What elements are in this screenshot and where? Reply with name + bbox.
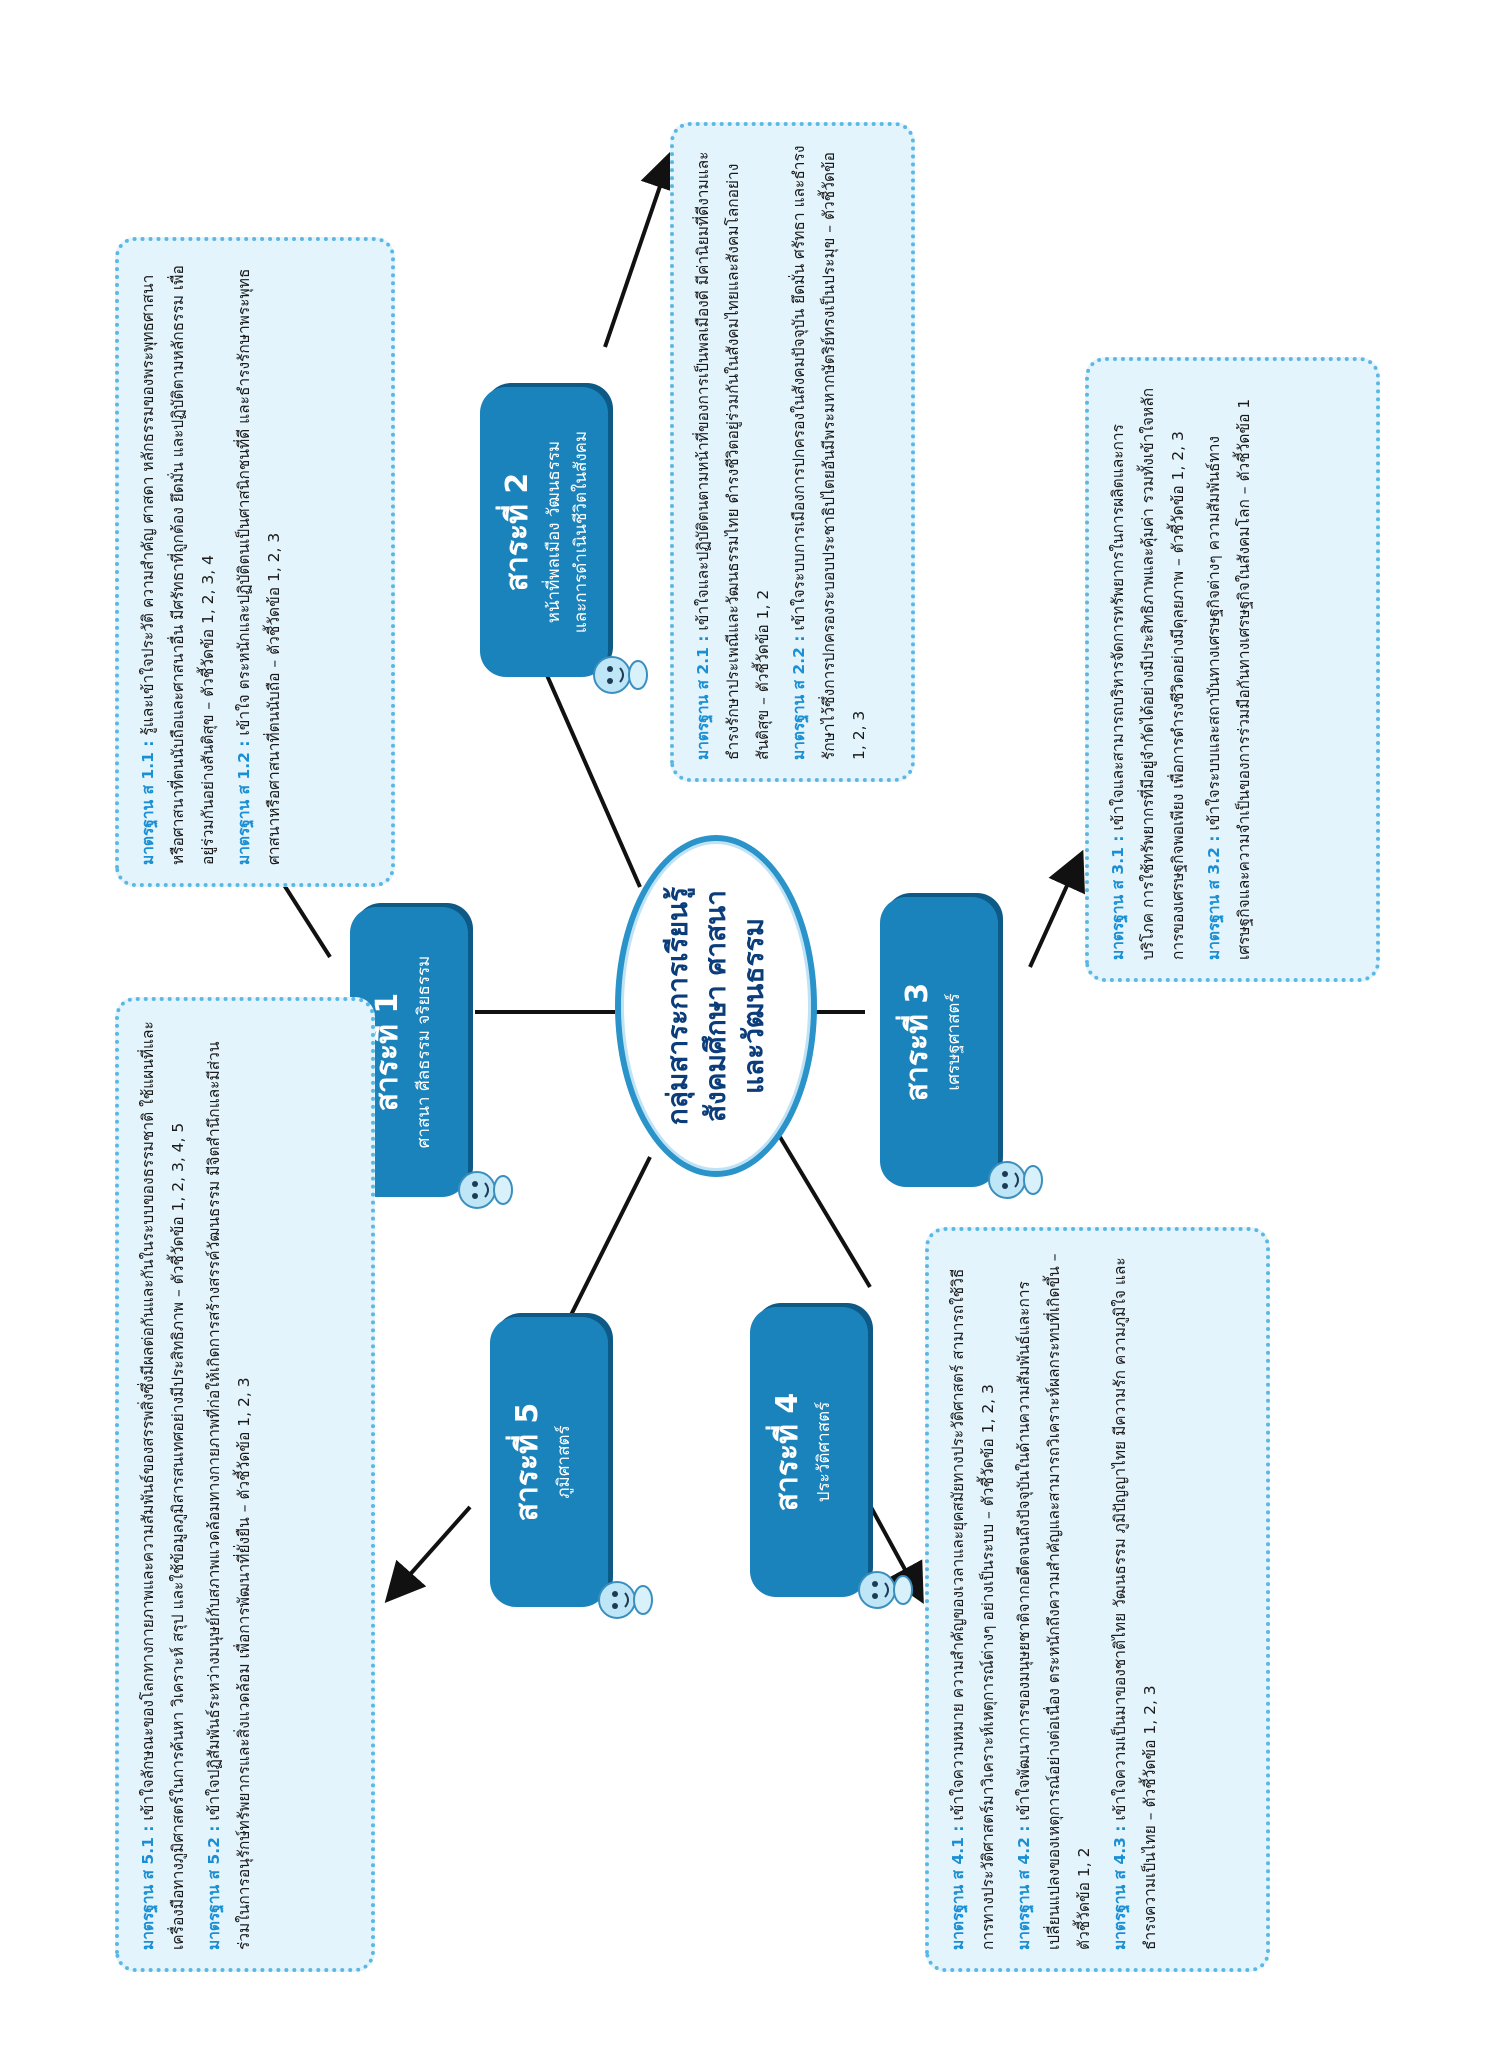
standard-text: เข้าใจปฏิสัมพันธ์ระหว่างมนุษย์กับสภาพแวด… [205, 1041, 253, 1950]
standard-label: มาตรฐาน ส 4.2 : [1015, 1825, 1033, 1950]
mascot-icon [458, 1171, 513, 1209]
box-s2: มาตรฐาน ส 2.1 : เข้าใจและปฏิบัติตนตามหน้… [670, 122, 915, 782]
standard-label: มาตรฐาน ส 3.1 : [1109, 835, 1127, 960]
topic-s2: สาระที่ 2 หน้าที่พลเมือง วัฒนธรรม และการ… [480, 387, 608, 677]
standard-label: มาตรฐาน ส 2.1 : [694, 635, 712, 760]
topic-s4-subtitle: ประวัติศาสตร์ [814, 1401, 834, 1503]
topic-s1-subtitle: ศาสนา ศีลธรรม จริยธรรม [414, 955, 434, 1149]
box-s5: มาตรฐาน ส 5.1 : เข้าใจลักษณะของโลกทางกาย… [115, 997, 375, 1972]
arrow-s3 [1028, 849, 1085, 968]
standard-label: มาตรฐาน ส 4.3 : [1111, 1825, 1129, 1950]
standard-label: มาตรฐาน ส 1.1 : [139, 740, 157, 865]
standard-label: มาตรฐาน ส 1.2 : [235, 740, 253, 865]
topic-s3-subtitle: เศรษฐศาสตร์ [944, 993, 964, 1091]
central-topic-title: กลุ่มสาระการเรียนรู้ สังคมศึกษา ศาสนา แล… [661, 886, 770, 1126]
standard-label: มาตรฐาน ส 4.1 : [949, 1825, 967, 1950]
standard-label: มาตรฐาน ส 5.1 : [139, 1825, 157, 1950]
standard-2-1: มาตรฐาน ส 2.1 : เข้าใจและปฏิบัติตนตามหน้… [688, 144, 778, 760]
connector-s4 [778, 1135, 872, 1289]
standard-label: มาตรฐาน ส 5.2 : [205, 1825, 223, 1950]
arrow-s5 [384, 1505, 472, 1603]
topic-s5: สาระที่ 5 ภูมิศาสตร์ [490, 1317, 608, 1607]
standard-1-1: มาตรฐาน ส 1.1 : รู้และเข้าใจประวัติ ความ… [133, 259, 223, 865]
standard-3-1: มาตรฐาน ส 3.1 : เข้าใจและสามารถบริหารจัด… [1103, 379, 1193, 960]
topic-s2-subtitle: หน้าที่พลเมือง วัฒนธรรม และการดำเนินชีวิ… [544, 430, 591, 634]
arrow-s4 [858, 1486, 924, 1605]
standard-4-3: มาตรฐาน ส 4.3 : เข้าใจความเป็นมาของชาติไ… [1105, 1249, 1165, 1950]
box-s3: มาตรฐาน ส 3.1 : เข้าใจและสามารถบริหารจัด… [1085, 357, 1380, 982]
standard-label: มาตรฐาน ส 2.2 : [790, 635, 808, 760]
standard-5-1: มาตรฐาน ส 5.1 : เข้าใจลักษณะของโลกทางกาย… [133, 1019, 193, 1950]
standard-3-2: มาตรฐาน ส 3.2 : เข้าใจระบบและสถาบันทางเศ… [1199, 379, 1259, 960]
mascot-icon [598, 1581, 653, 1619]
topic-s2-title: สาระที่ 2 [500, 472, 535, 592]
mascot-icon [593, 656, 648, 694]
topic-s5-subtitle: ภูมิศาสตร์ [554, 1425, 574, 1499]
arrow-s2 [603, 149, 679, 348]
standard-4-2: มาตรฐาน ส 4.2 : เข้าใจพัฒนาการของมนุษยชา… [1009, 1249, 1099, 1950]
topic-s4: สาระที่ 4 ประวัติศาสตร์ [750, 1307, 868, 1597]
standard-1-2: มาตรฐาน ส 1.2 : เข้าใจ ตระหนักและปฏิบัติ… [229, 259, 289, 865]
topic-s5-title: สาระที่ 5 [510, 1402, 545, 1522]
box-s4: มาตรฐาน ส 4.1 : เข้าใจความหมาย ความสำคัญ… [925, 1227, 1270, 1972]
topic-s3: สาระที่ 3 เศรษฐศาสตร์ [880, 897, 998, 1187]
box-s1: มาตรฐาน ส 1.1 : รู้และเข้าใจประวัติ ความ… [115, 237, 395, 887]
standard-5-2: มาตรฐาน ส 5.2 : เข้าใจปฏิสัมพันธ์ระหว่าง… [199, 1019, 259, 1950]
mascot-icon [988, 1161, 1043, 1199]
standard-text: เข้าใจลักษณะของโลกทางกายภาพและความสัมพัน… [139, 1021, 187, 1950]
topic-s4-title: สาระที่ 4 [770, 1392, 805, 1512]
standard-2-2: มาตรฐาน ส 2.2 : เข้าใจระบบการเมืองการปกค… [784, 144, 874, 760]
topic-s3-title: สาระที่ 3 [900, 982, 935, 1102]
standard-4-1: มาตรฐาน ส 4.1 : เข้าใจความหมาย ความสำคัญ… [943, 1249, 1003, 1950]
standard-label: มาตรฐาน ส 3.2 : [1205, 835, 1223, 960]
mascot-icon [858, 1571, 913, 1609]
central-topic: กลุ่มสาระการเรียนรู้ สังคมศึกษา ศาสนา แล… [615, 835, 817, 1177]
